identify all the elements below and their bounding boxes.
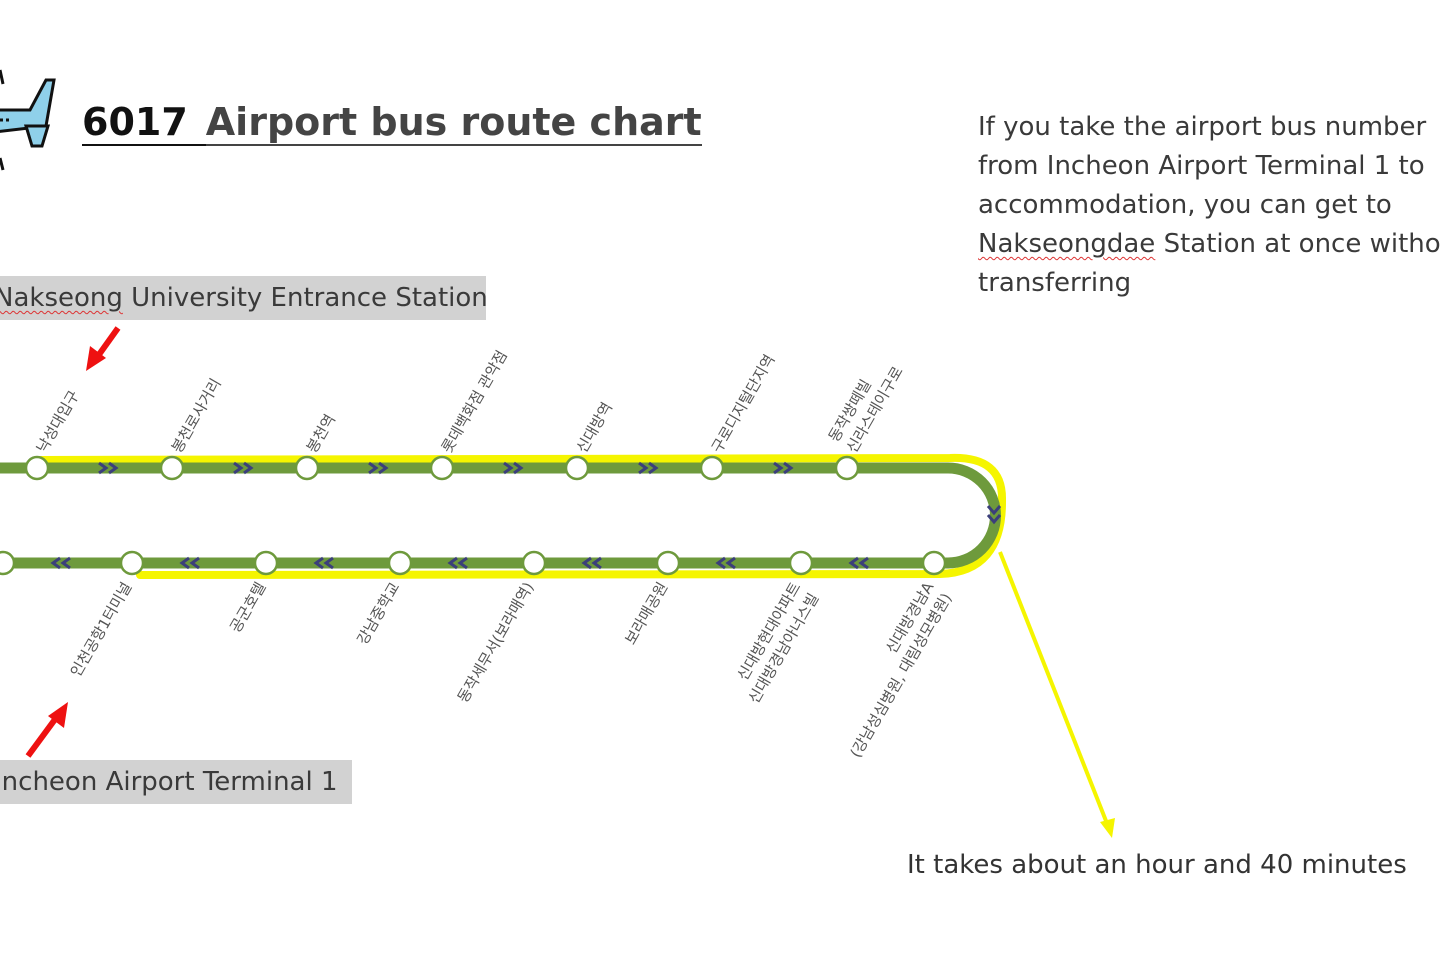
route-number: 6017: [82, 100, 206, 146]
station-label: 봉천로사거리: [168, 375, 225, 456]
station-label: 구로디지털단지역: [708, 351, 779, 456]
info-line: accommodation, you can get to: [978, 190, 1392, 220]
station-marker[interactable]: [921, 550, 947, 576]
station-marker[interactable]: [655, 550, 681, 576]
direction-chevron-icon: [179, 556, 200, 570]
station-label: 신대방역: [573, 399, 616, 456]
station-marker[interactable]: [699, 455, 725, 481]
station-label: 롯데백화점 관악점: [438, 347, 511, 456]
info-line: If you take the airport bus number: [978, 112, 1427, 142]
station-label: 공군호텔: [226, 579, 269, 636]
direction-chevron-icon: [986, 505, 1002, 525]
highlight-outline: [36, 453, 1007, 579]
origin-label: Incheon Airport Terminal 1: [0, 760, 352, 804]
destination-rest: University Entrance Station: [122, 283, 488, 313]
station-label: 동작세무서(보라매역): [454, 579, 538, 706]
direction-chevron-icon: [313, 556, 334, 570]
station-marker[interactable]: [119, 550, 145, 576]
station-marker[interactable]: [834, 455, 860, 481]
station-marker[interactable]: [24, 455, 50, 481]
direction-chevron-icon: [715, 556, 736, 570]
destination-prefix: Nakseong: [0, 283, 123, 313]
direction-chevron-icon: [50, 556, 71, 570]
yellow-arrow: [998, 551, 1115, 838]
info-line: from Incheon Airport Terminal 1 to: [978, 151, 1425, 181]
red-arrow-destination: [86, 326, 121, 371]
station-marker[interactable]: [521, 550, 547, 576]
red-arrow-origin: [25, 702, 68, 758]
station-marker[interactable]: [0, 550, 16, 576]
direction-chevron-icon: [447, 556, 468, 570]
info-line-rest: Station at once witho: [1163, 229, 1440, 259]
direction-chevron-icon: [98, 461, 119, 475]
station-marker[interactable]: [429, 455, 455, 481]
station-marker[interactable]: [253, 550, 279, 576]
direction-chevron-icon: [503, 461, 524, 475]
direction-chevron-icon: [773, 461, 794, 475]
station-label: 봉천역: [303, 411, 339, 456]
station-label: 보라매공원: [621, 579, 671, 648]
station-marker[interactable]: [387, 550, 413, 576]
route-line: [0, 462, 1001, 569]
station-label: 인천공항1터미널: [67, 579, 136, 680]
airplane-icon: [0, 69, 56, 171]
info-line: transferring: [978, 268, 1132, 298]
direction-chevron-icon: [848, 556, 869, 570]
station-marker[interactable]: [159, 455, 185, 481]
station-marker[interactable]: [788, 550, 814, 576]
info-line: Nakseongdae Station at once witho: [978, 225, 1440, 264]
station-label: 낙성대입구: [33, 387, 83, 456]
direction-chevron-icon: [581, 556, 602, 570]
station-label: 강남중학교: [353, 579, 403, 648]
station-word: Nakseongdae: [978, 229, 1156, 259]
direction-chevron-icon: [233, 461, 254, 475]
station-marker[interactable]: [564, 455, 590, 481]
destination-label: Nakseong University Entrance Station: [0, 276, 488, 320]
duration-text: It takes about an hour and 40 minutes: [907, 850, 1407, 880]
direction-chevron-icon: [368, 461, 389, 475]
title-text: Airport bus route chart: [205, 100, 702, 146]
direction-chevron-icon: [638, 461, 659, 475]
info-text: If you take the airport bus number from …: [978, 108, 1440, 303]
station-marker[interactable]: [294, 455, 320, 481]
